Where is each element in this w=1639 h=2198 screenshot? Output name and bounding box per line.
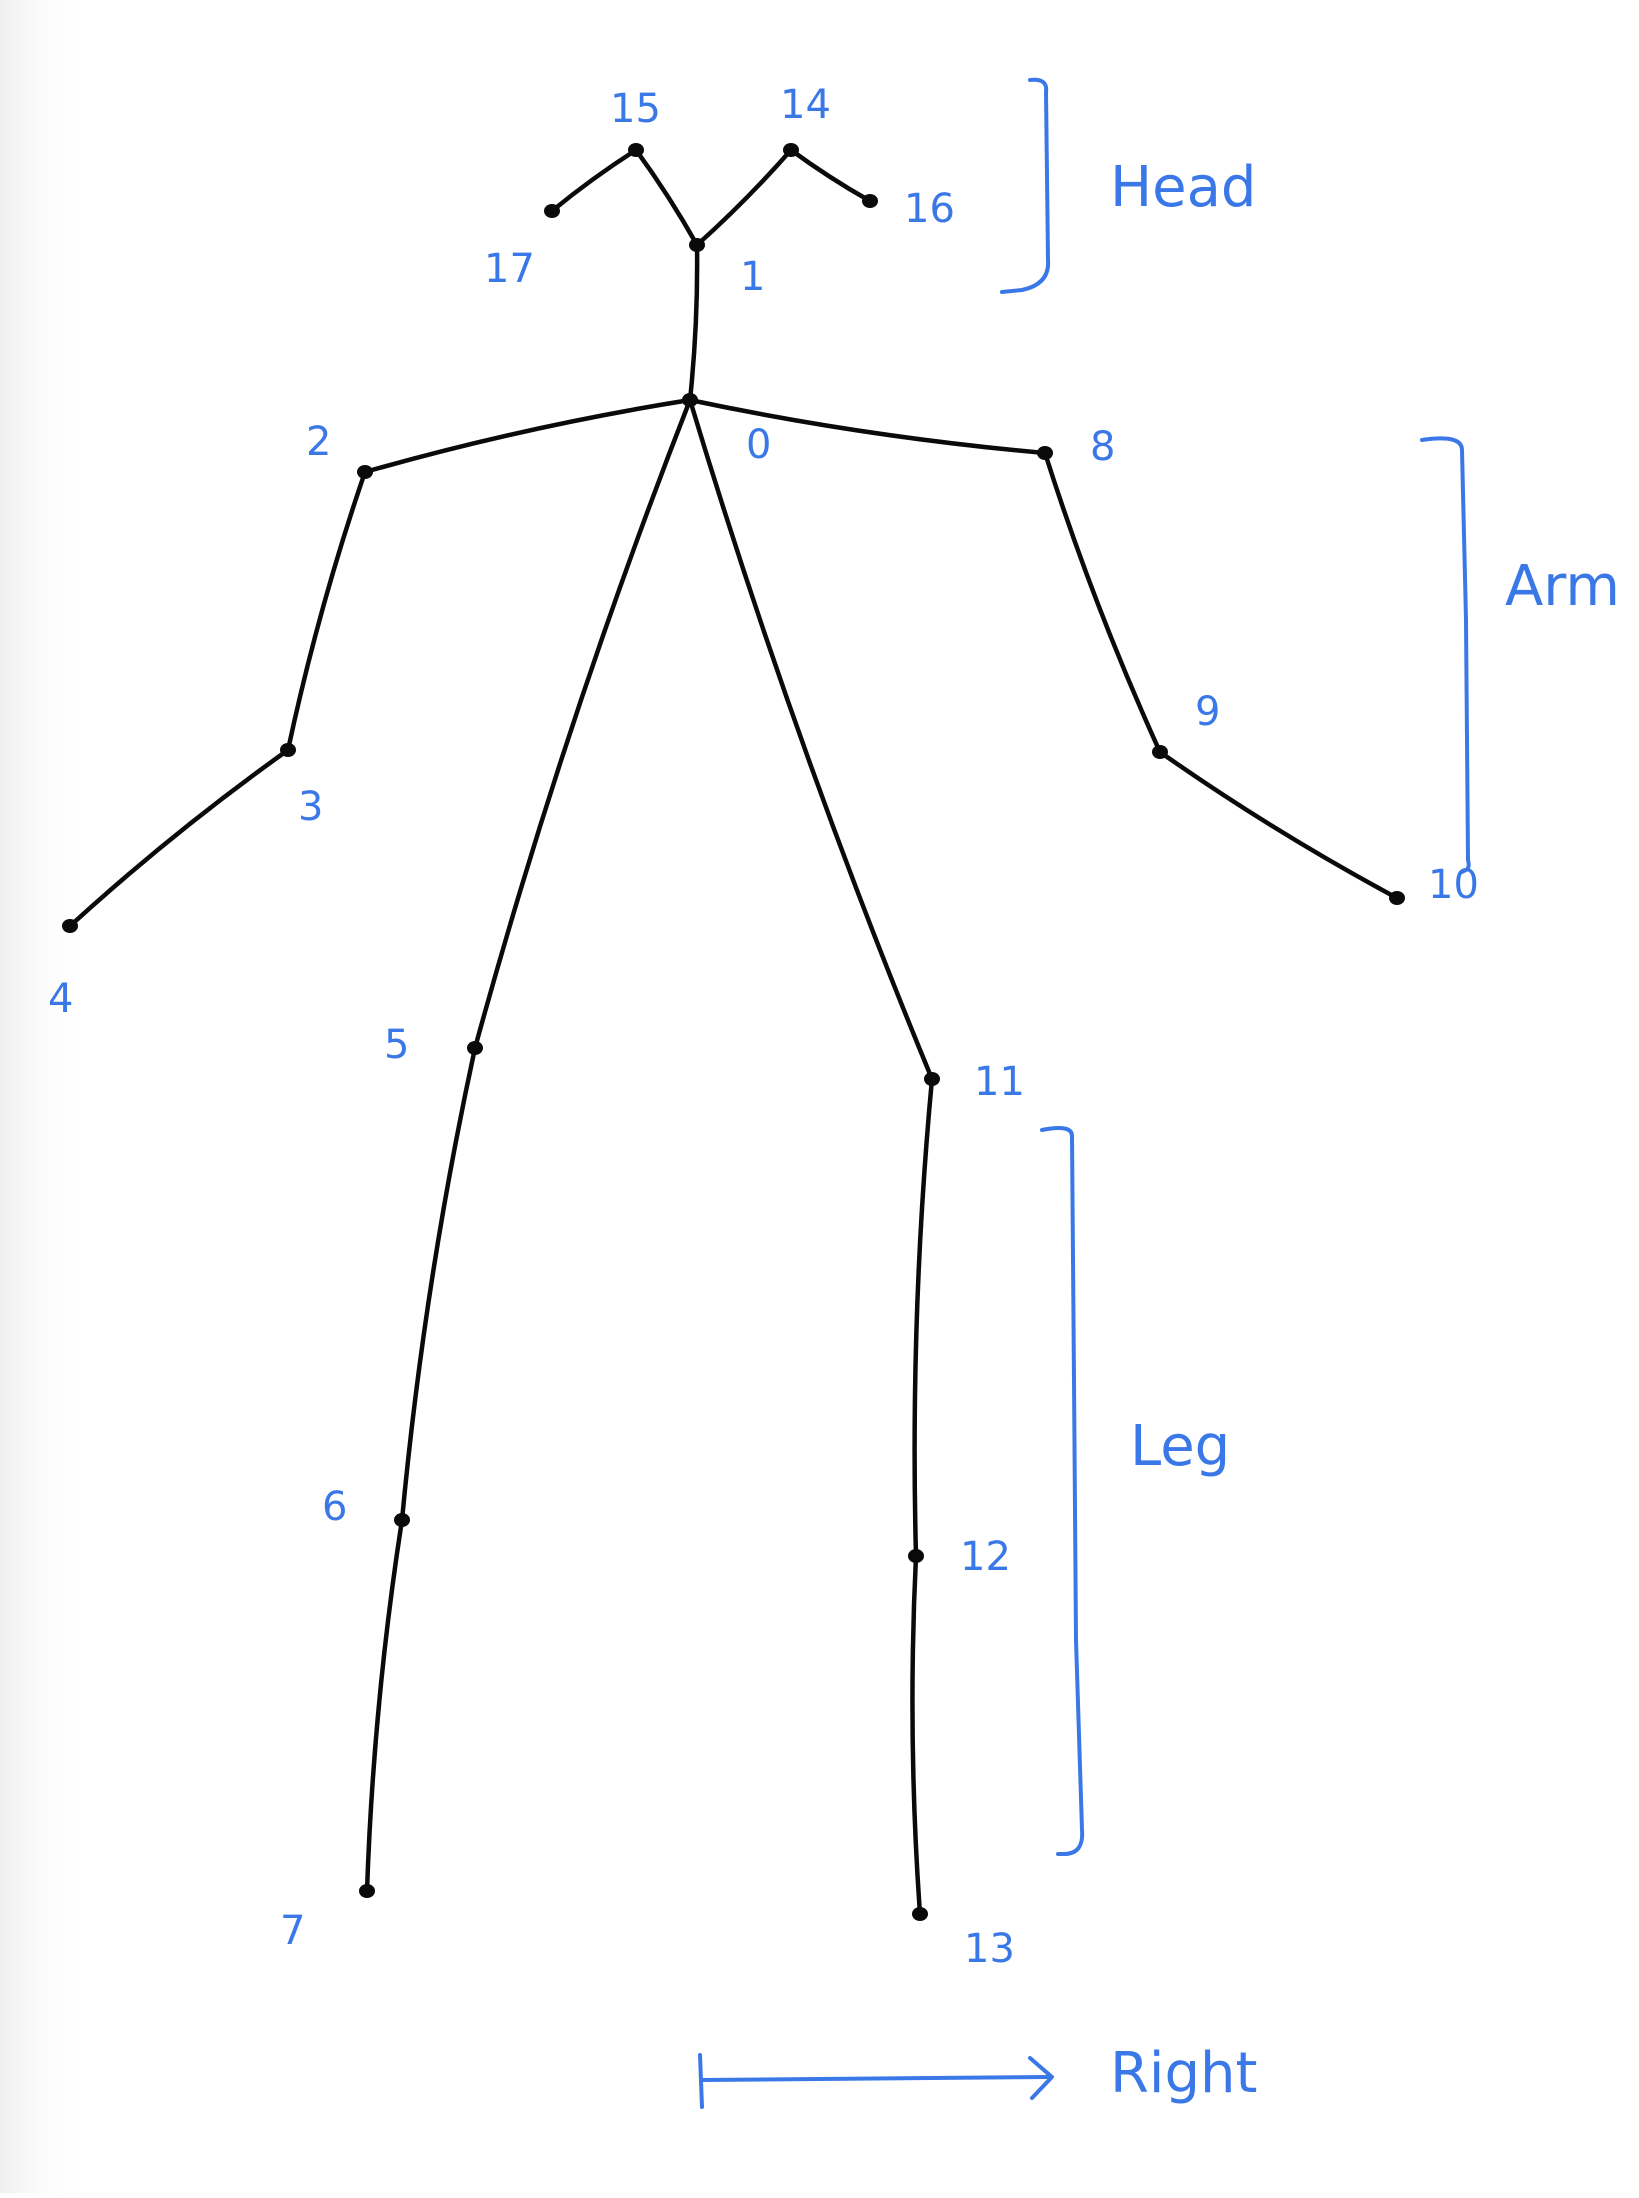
keypoint-label-5: 5 [384, 1022, 409, 1068]
keypoint-label-0: 0 [746, 422, 771, 468]
joint-1 [689, 238, 705, 252]
joint-15 [628, 143, 644, 157]
keypoint-label-8: 8 [1090, 424, 1115, 470]
joint-13 [912, 1907, 928, 1921]
bone-2-3 [285, 469, 368, 753]
joint-0 [682, 393, 698, 407]
bone-1-14 [694, 147, 794, 248]
keypoint-label-14: 14 [780, 82, 831, 128]
bone-14-16 [788, 147, 873, 204]
bone-0-11 [687, 397, 935, 1082]
keypoint-label-1: 1 [740, 254, 765, 300]
keypoint-label-17: 17 [484, 246, 535, 292]
leg-group-label: Leg [1130, 1414, 1230, 1479]
direction-arrow-shaft [700, 2075, 1052, 2082]
joint-7 [359, 1884, 375, 1898]
joints-layer [62, 143, 1405, 1921]
direction-arrow-head [1028, 2056, 1054, 2100]
bone-11-12 [912, 1076, 935, 1559]
arm-group-label: Arm [1505, 554, 1620, 619]
keypoint-label-2: 2 [306, 419, 331, 465]
joint-3 [280, 743, 296, 757]
joint-14 [783, 143, 799, 157]
keypoint-label-16: 16 [904, 186, 955, 232]
bone-3-4 [67, 747, 291, 929]
keypoint-label-6: 6 [322, 1484, 347, 1530]
bone-0-8 [687, 397, 1048, 456]
joint-12 [908, 1549, 924, 1563]
bones-layer [67, 147, 1400, 1917]
bone-0-5 [472, 397, 693, 1051]
bone-1-15 [633, 147, 700, 248]
joint-6 [394, 1513, 410, 1527]
joint-11 [924, 1072, 940, 1086]
bone-0-2 [362, 397, 693, 475]
joint-5 [467, 1041, 483, 1055]
keypoint-label-3: 3 [298, 784, 323, 830]
keypoint-label-10: 10 [1428, 862, 1479, 908]
joint-4 [62, 919, 78, 933]
keypoint-label-4: 4 [48, 976, 73, 1022]
leg-bracket [1040, 1126, 1085, 1856]
arm-bracket [1420, 436, 1471, 874]
keypoint-label-12: 12 [960, 1534, 1011, 1580]
keypoint-label-7: 7 [280, 1908, 305, 1954]
joint-16 [862, 194, 878, 208]
bone-0-1 [687, 242, 700, 403]
head-bracket [1000, 77, 1051, 294]
bone-12-13 [910, 1553, 923, 1917]
bone-15-17 [549, 147, 639, 214]
head-group-label: Head [1110, 155, 1256, 220]
joint-9 [1152, 745, 1168, 759]
joint-2 [357, 465, 373, 479]
keypoint-label-9: 9 [1195, 689, 1220, 735]
bone-5-6 [399, 1045, 478, 1523]
direction-label: Right [1110, 2041, 1257, 2106]
keypoint-label-11: 11 [974, 1059, 1025, 1105]
bone-8-9 [1042, 450, 1163, 755]
joint-8 [1037, 446, 1053, 460]
bone-9-10 [1157, 749, 1400, 901]
joint-10 [1389, 891, 1405, 905]
joint-17 [544, 204, 560, 218]
bone-6-7 [364, 1517, 405, 1894]
keypoint-label-13: 13 [964, 1926, 1015, 1972]
keypoint-label-15: 15 [610, 86, 661, 132]
